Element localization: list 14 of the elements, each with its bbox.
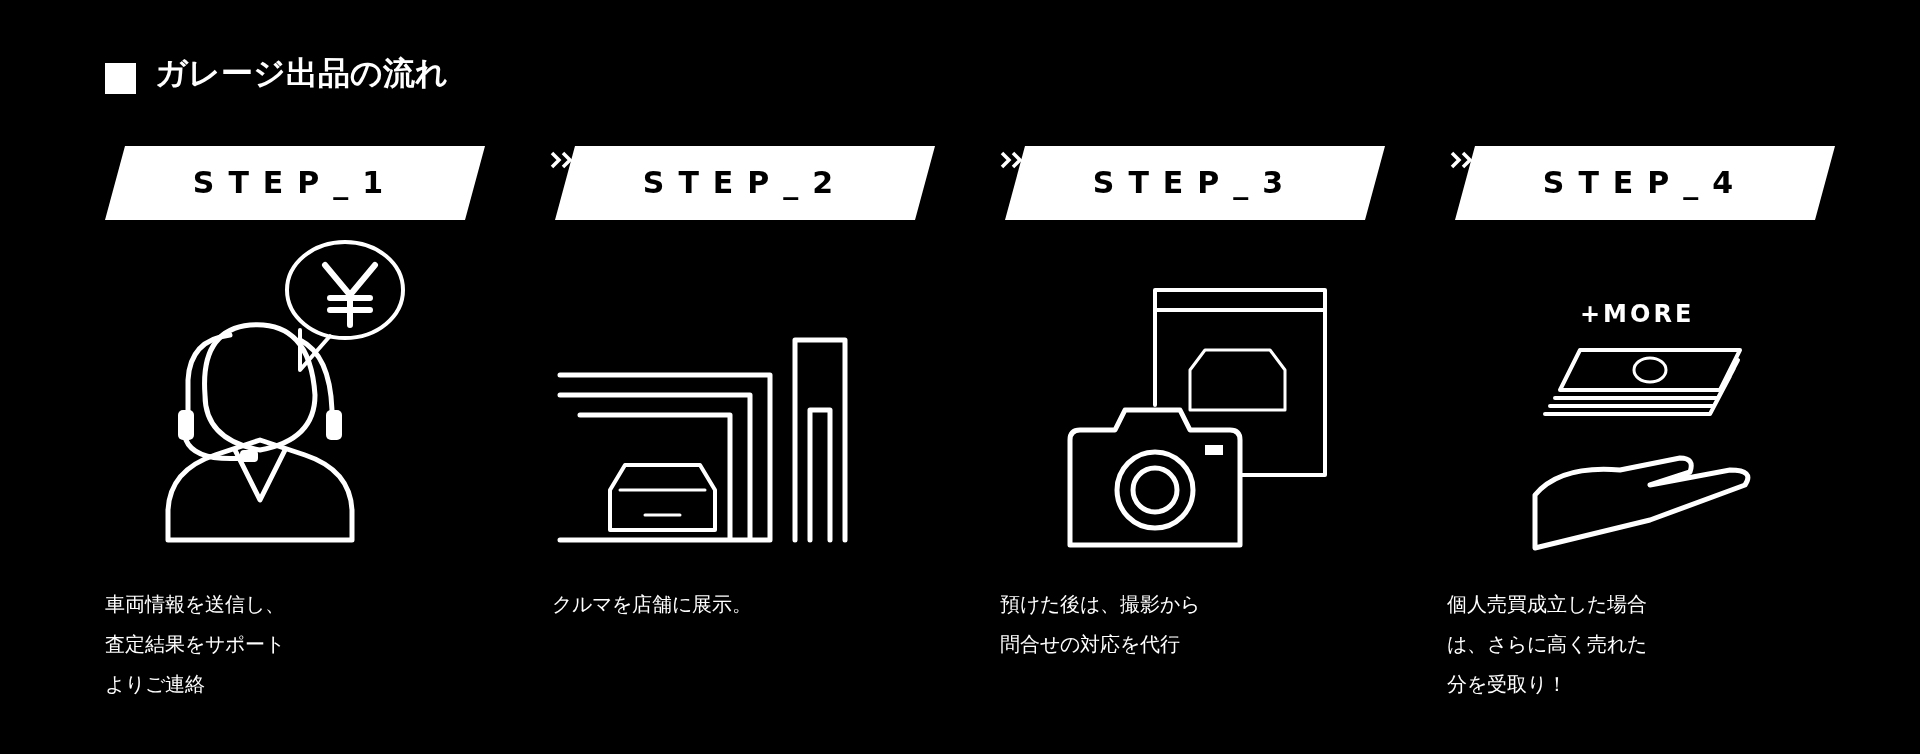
step-description: 預けた後は、撮影から問合せの対応を代行 — [1000, 591, 1201, 658]
title: ガレージ出品の流れ — [155, 53, 448, 94]
step-banner — [105, 146, 485, 220]
step-description: 車両情報を送信し、査定結果をサポートよりご連絡 — [105, 591, 286, 698]
step-description: クルマを店舗に展示。 — [552, 591, 753, 618]
step-label: STEP_1 — [191, 164, 399, 202]
more-label: +MORE — [1580, 300, 1695, 328]
step-label: STEP_4 — [1541, 164, 1749, 202]
step-label: STEP_3 — [1091, 164, 1299, 202]
step-banner — [555, 146, 935, 220]
step-description: 個人売買成立した場合は、さらに高く売れた分を受取り！ — [1447, 591, 1648, 698]
step-banner — [1005, 146, 1385, 220]
step-banner — [1455, 146, 1835, 220]
step-label: STEP_2 — [641, 164, 849, 202]
